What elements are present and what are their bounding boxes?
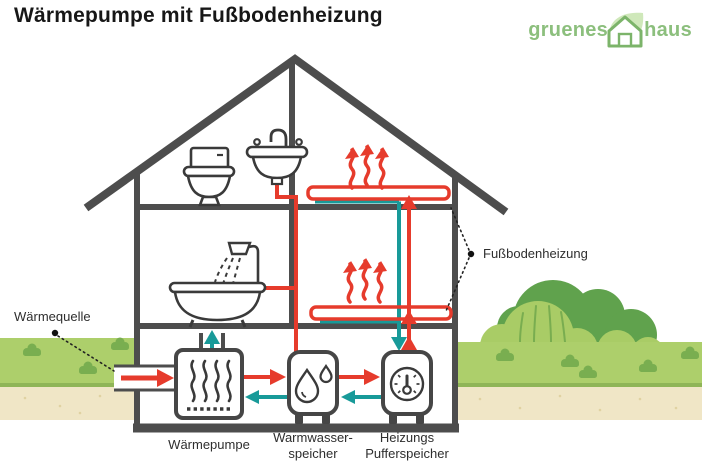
soil-speckles	[23, 394, 678, 415]
floor-heating-loops	[306, 185, 453, 321]
page-title: Wärmepumpe mit Fußbodenheizung	[14, 4, 383, 27]
logo: gruenes haus	[528, 9, 692, 51]
roof	[83, 54, 509, 216]
logo-word-1: gruenes	[528, 19, 609, 41]
label-buffer-tank: Heizungs Pufferspeicher	[365, 430, 449, 461]
callout-lines	[51, 207, 475, 372]
leaf-house-icon	[607, 12, 644, 48]
heat-source-inlet-pipe	[114, 364, 176, 392]
rising-heat-waves-icon	[341, 142, 391, 304]
label-heat-pump: Wärmepumpe	[168, 437, 250, 452]
heat-pump-unit	[174, 333, 244, 420]
bathtub-shower-icon	[168, 241, 267, 328]
buffer-tank	[381, 350, 433, 424]
label-hot-water-tank: Warmwasser- speicher	[273, 430, 353, 461]
thermostat-dial-icon	[389, 366, 425, 402]
toilet-icon	[182, 146, 236, 207]
hot-water-tank	[287, 350, 339, 424]
label-heat-source: Wärmequelle	[14, 309, 91, 324]
water-drops-icon	[294, 364, 333, 404]
bathroom-fixtures	[168, 128, 309, 328]
heat-exchanger-coil-icon	[187, 359, 233, 411]
logo-word-2: haus	[644, 19, 692, 41]
sink-icon	[245, 128, 309, 186]
label-floor-heating: Fußbodenheizung	[483, 246, 588, 261]
pipe-network	[204, 182, 453, 404]
